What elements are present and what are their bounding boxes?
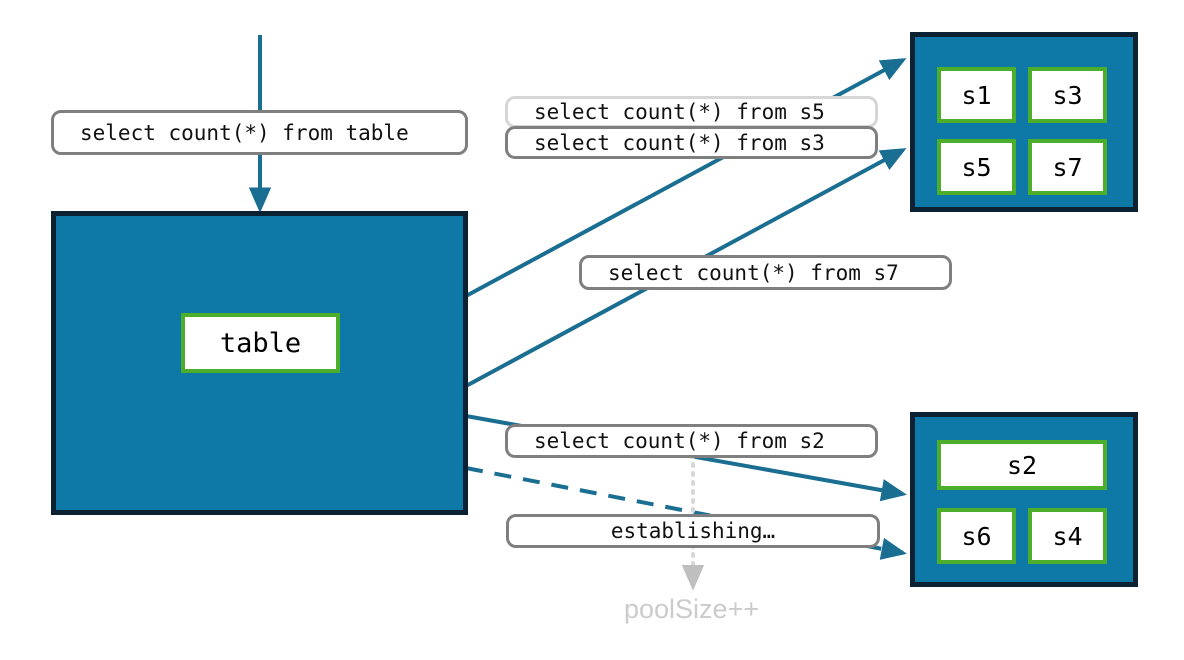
pill-query-from-s5[interactable]: select count(*) from s5 <box>505 96 878 128</box>
node-s7[interactable]: s7 <box>1028 139 1107 195</box>
node-s4[interactable]: s4 <box>1028 508 1107 564</box>
node-s3[interactable]: s3 <box>1028 67 1107 123</box>
node-s3-label: s3 <box>1052 80 1083 110</box>
node-s1-label: s1 <box>961 80 992 110</box>
node-s6-label: s6 <box>961 521 992 551</box>
node-s5[interactable]: s5 <box>937 139 1016 195</box>
pill-query-from-s7[interactable]: select count(*) from s7 <box>579 255 952 290</box>
node-table-label: table <box>219 327 302 359</box>
node-s4-label: s4 <box>1052 521 1083 551</box>
node-s6[interactable]: s6 <box>937 508 1016 564</box>
pill-query-from-s3-text: select count(*) from s3 <box>534 130 825 155</box>
pill-query-from-s2[interactable]: select count(*) from s2 <box>505 424 878 458</box>
pill-query-from-table-text: select count(*) from table <box>80 120 409 145</box>
node-s2-label: s2 <box>1006 450 1038 480</box>
node-s5-label: s5 <box>961 152 992 182</box>
pill-establishing[interactable]: establishing… <box>506 514 880 548</box>
spellcheck-underline-icon <box>624 623 759 629</box>
annotation-poolsize-text: poolSize++ <box>624 594 760 624</box>
pill-query-from-s3[interactable]: select count(*) from s3 <box>505 126 878 159</box>
node-s2[interactable]: s2 <box>937 440 1107 490</box>
pill-establishing-text: establishing… <box>610 519 776 543</box>
pill-query-from-table[interactable]: select count(*) from table <box>51 110 468 155</box>
pill-query-from-s7-text: select count(*) from s7 <box>608 260 899 285</box>
connector-table-establishing <box>465 466 907 560</box>
annotation-poolsize: poolSize++ <box>624 594 759 625</box>
node-s7-label: s7 <box>1052 152 1083 182</box>
pill-query-from-s5-text: select count(*) from s5 <box>534 100 825 124</box>
node-s1[interactable]: s1 <box>937 67 1016 123</box>
pill-query-from-s2-text: select count(*) from s2 <box>534 429 825 453</box>
node-table[interactable]: table <box>181 313 340 373</box>
